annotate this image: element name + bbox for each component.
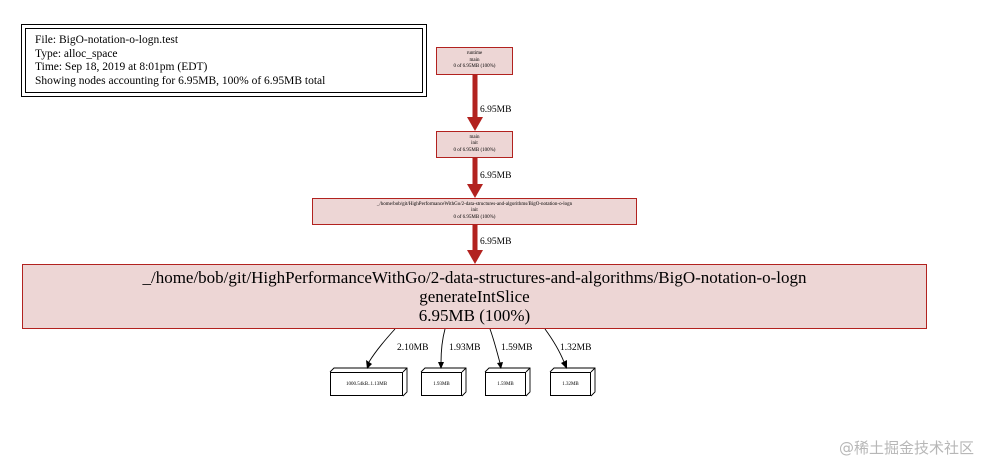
alloc-tag-1-label: 1000.54kB..1.13MB	[330, 372, 403, 396]
node-main-pkg: main	[469, 134, 480, 140]
edge-alloc-1	[366, 328, 396, 369]
edge-alloc-3	[489, 328, 503, 369]
node-main-func: init	[471, 141, 478, 147]
legend-file: File: BigO-notation-o-logn.test	[35, 34, 179, 46]
alloc-tag-2[interactable]: 1.93MB	[421, 372, 462, 396]
edge-main-to-pkg-init	[467, 158, 483, 198]
alloc-tag-3[interactable]: 1.59MB	[485, 372, 526, 396]
legend-time: Time: Sep 18, 2019 at 8:01pm (EDT)	[35, 61, 208, 74]
alloc-edge-label-1: 2.10MB	[397, 343, 429, 353]
node-generate-int-slice[interactable]: _/home/bob/git/HighPerformanceWithGo/2-d…	[22, 264, 927, 329]
node-runtime-main[interactable]: runtime main 0 of 6.95MB (100%)	[436, 47, 513, 75]
edge-alloc-4	[544, 328, 567, 369]
cube-3d-edges	[329, 367, 596, 397]
node-runtime-func: main	[469, 57, 480, 63]
node-generate-value: 6.95MB (100%)	[418, 306, 531, 325]
legend-inner-box: File: BigO-notation-o-logn.test Type: al…	[25, 28, 423, 93]
alloc-tag-4[interactable]: 1.32MB	[550, 372, 591, 396]
node-pkg-func: init	[471, 208, 478, 214]
legend-type: Type: alloc_space	[35, 47, 118, 60]
edge-label-2: 6.95MB	[480, 171, 512, 181]
watermark-text: @稀土掘金技术社区	[838, 439, 974, 457]
edge-pkg-init-to-generate	[467, 225, 483, 264]
node-main-value: 0 of 6.95MB (100%)	[453, 147, 496, 153]
node-runtime-pkg: runtime	[466, 51, 483, 57]
alloc-edge-label-3: 1.59MB	[501, 343, 533, 353]
alloc-tag-2-label: 1.93MB	[421, 372, 462, 396]
alloc-tag-3-label: 1.59MB	[485, 372, 526, 396]
edge-alloc-2	[438, 328, 446, 369]
legend-box: File: BigO-notation-o-logn.test Type: al…	[21, 24, 427, 97]
node-runtime-value: 0 of 6.95MB (100%)	[453, 64, 496, 70]
alloc-tag-1[interactable]: 1000.54kB..1.13MB	[330, 372, 403, 396]
alloc-edge-label-4: 1.32MB	[560, 343, 592, 353]
edge-runtime-to-main	[467, 75, 483, 131]
node-main-init[interactable]: main init 0 of 6.95MB (100%)	[436, 131, 513, 158]
node-generate-path: _/home/bob/git/HighPerformanceWithGo/2-d…	[142, 268, 807, 287]
node-pkg-path: _/home/bob/git/HighPerformanceWithGo/2-d…	[376, 201, 573, 207]
edge-label-3: 6.95MB	[480, 237, 512, 247]
node-pkg-value: 0 of 6.95MB (100%)	[453, 214, 496, 220]
edge-label-1: 6.95MB	[480, 105, 512, 115]
alloc-tag-4-label: 1.32MB	[550, 372, 591, 396]
node-generate-func: generateIntSlice	[419, 287, 530, 306]
alloc-edge-label-2: 1.93MB	[449, 343, 481, 353]
legend-showing: Showing nodes accounting for 6.95MB, 100…	[35, 74, 326, 87]
node-package-init[interactable]: _/home/bob/git/HighPerformanceWithGo/2-d…	[312, 198, 637, 225]
